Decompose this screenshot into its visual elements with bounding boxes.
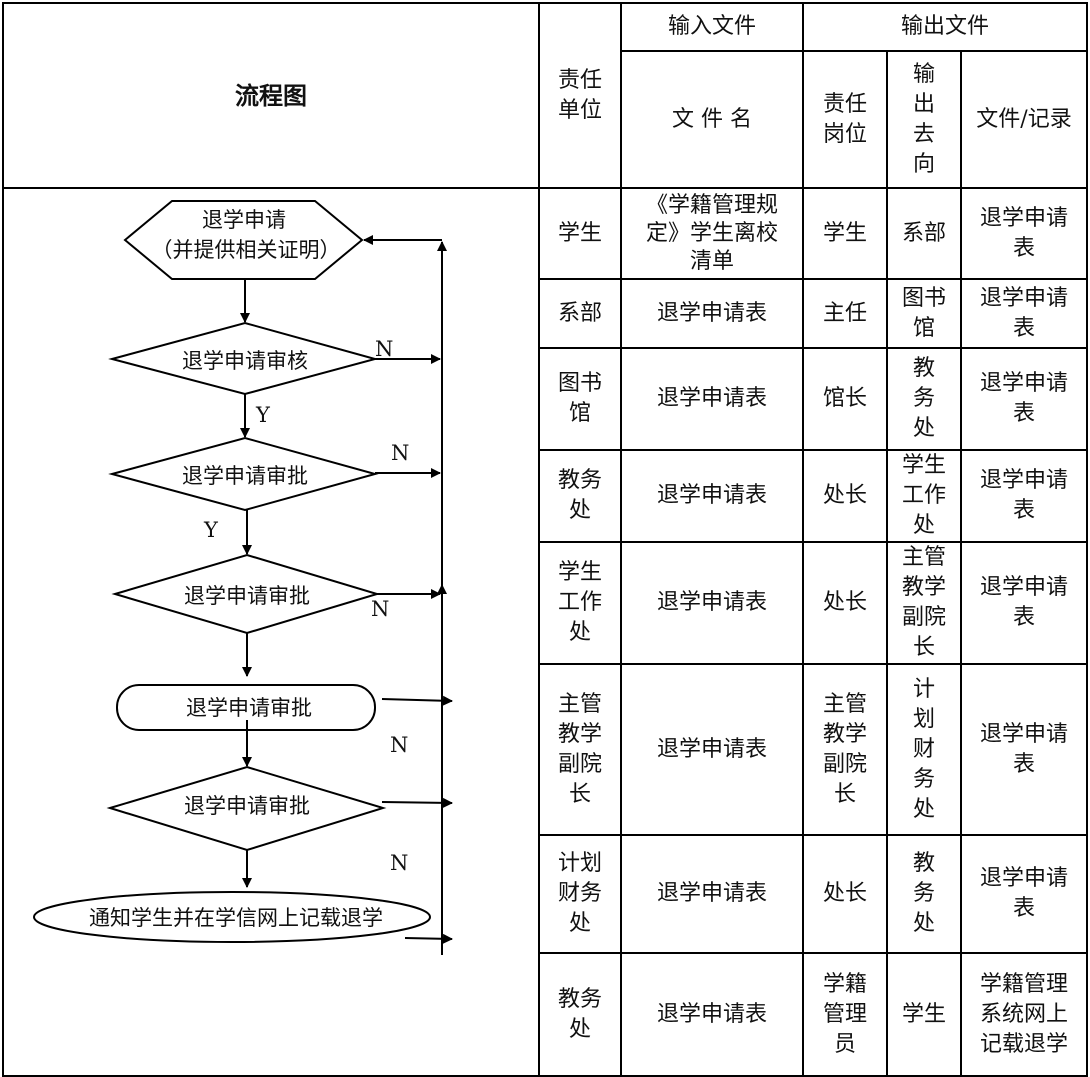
post-cell: 馆长 xyxy=(802,347,888,451)
unit-cell: 学生 xyxy=(538,187,622,280)
record-cell: 退学申请表 xyxy=(959,449,1089,543)
record-cell: 退学申请表 xyxy=(959,834,1089,954)
record-cell: 退学申请表 xyxy=(959,187,1089,280)
start-hexagon xyxy=(123,200,364,280)
start-label: 退学申请 xyxy=(202,208,286,232)
no-label: N xyxy=(391,441,409,465)
yes-label: Y xyxy=(255,403,271,427)
record-cell: 退学申请表 xyxy=(959,347,1089,451)
post-cell: 学籍管理员 xyxy=(802,952,888,1077)
dest-cell: 计划财务处 xyxy=(886,663,962,836)
yes-label: Y xyxy=(203,518,219,542)
flowchart-cell xyxy=(2,187,540,1077)
dest-cell: 教务处 xyxy=(886,347,962,451)
unit-cell: 系部 xyxy=(538,278,622,349)
post-cell: 处长 xyxy=(802,449,888,543)
file-cell: 退学申请表 xyxy=(620,347,804,451)
unit-cell: 主管教学副院长 xyxy=(538,663,622,836)
unit-cell: 教务处 xyxy=(538,952,622,1077)
step-label: 退学申请审批 xyxy=(186,696,312,720)
output-files-header: 输出文件 xyxy=(801,2,1089,52)
unit-cell: 图书馆 xyxy=(538,347,622,451)
input-files-header: 输入文件 xyxy=(620,2,804,52)
unit-cell: 教务处 xyxy=(538,449,622,543)
dest-cell: 学生 xyxy=(886,952,962,1077)
step-label: 退学申请审批 xyxy=(184,794,310,818)
end-label: 通知学生并在学信网上记载退学 xyxy=(89,906,383,930)
dest-cell: 图书馆 xyxy=(886,278,962,349)
start-sublabel: （并提供相关证明） xyxy=(152,238,341,262)
post-cell: 学生 xyxy=(802,187,888,280)
post-header: 责任岗位 xyxy=(802,50,888,189)
unit-header: 责任单位 xyxy=(538,2,622,189)
decision-diamond xyxy=(106,765,387,852)
no-label: N xyxy=(390,851,408,875)
file-name-header: 文 件 名 xyxy=(620,50,804,189)
step-label: 退学申请审批 xyxy=(184,584,310,608)
end-terminal xyxy=(33,891,431,943)
file-cell: 退学申请表 xyxy=(620,278,804,349)
no-label: N xyxy=(390,733,408,757)
unit-cell: 学生工作处 xyxy=(538,541,622,665)
post-cell: 主任 xyxy=(802,278,888,349)
dest-cell: 学生工作处 xyxy=(886,449,962,543)
file-cell: 退学申请表 xyxy=(620,663,804,836)
step-label: 退学申请审批 xyxy=(182,464,308,488)
no-label: N xyxy=(375,337,393,361)
record-cell: 学籍管理系统网上记载退学 xyxy=(959,952,1089,1077)
dest-cell: 主管教学副院长 xyxy=(886,541,962,665)
post-cell: 主管教学副院长 xyxy=(802,663,888,836)
file-cell: 《学籍管理规定》学生离校清单 xyxy=(620,187,804,280)
file-cell: 退学申请表 xyxy=(620,952,804,1077)
dest-cell: 教务处 xyxy=(886,834,962,954)
destination-header: 输出去向 xyxy=(886,50,962,189)
unit-cell: 计划财务处 xyxy=(538,834,622,954)
file-cell: 退学申请表 xyxy=(620,449,804,543)
flow-arrows xyxy=(240,235,453,955)
file-cell: 退学申请表 xyxy=(620,541,804,665)
file-cell: 退学申请表 xyxy=(620,834,804,954)
record-cell: 退学申请表 xyxy=(959,663,1089,836)
post-cell: 处长 xyxy=(802,834,888,954)
step-label: 退学申请审核 xyxy=(182,349,308,373)
record-cell: 退学申请表 xyxy=(959,541,1089,665)
record-cell: 退学申请表 xyxy=(959,278,1089,349)
record-header: 文件/记录 xyxy=(959,50,1089,189)
dest-cell: 系部 xyxy=(886,187,962,280)
post-cell: 处长 xyxy=(802,541,888,665)
no-label: N xyxy=(371,597,389,621)
flowchart-header: 流程图 xyxy=(2,2,540,189)
